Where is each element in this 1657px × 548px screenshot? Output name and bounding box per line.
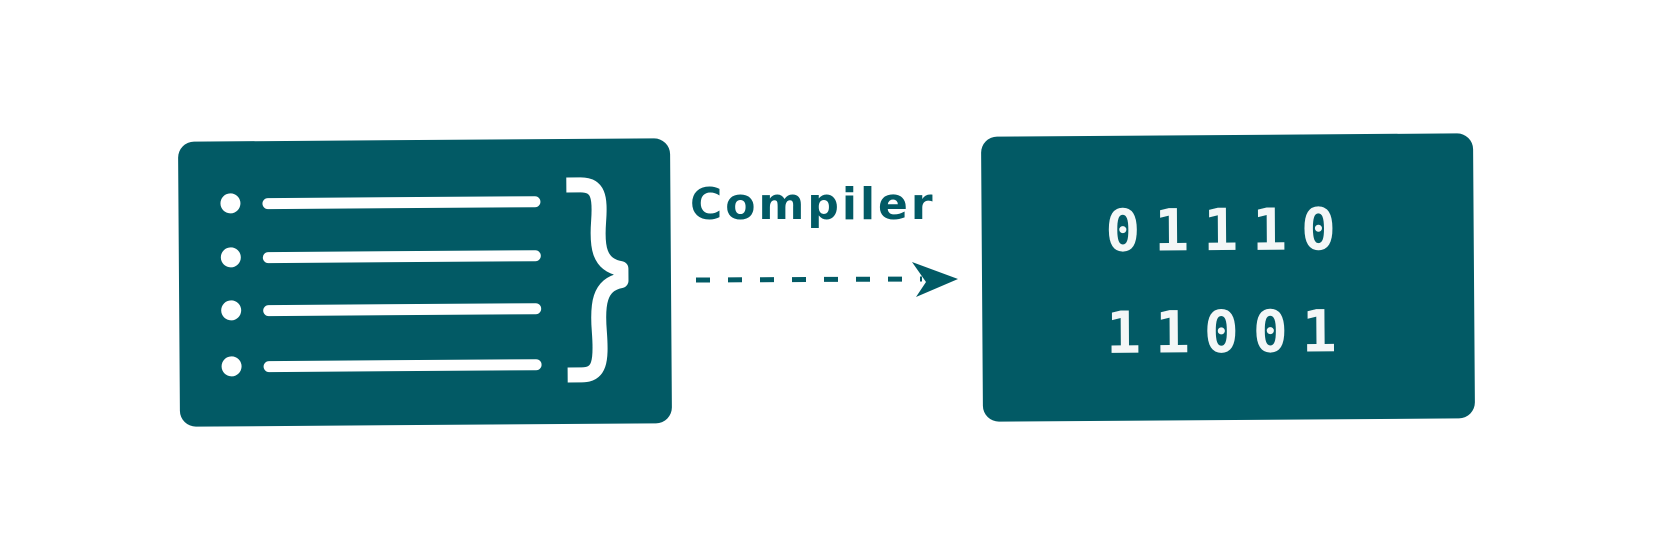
compiler-label: Compiler	[690, 179, 936, 230]
source-code-card	[178, 138, 672, 427]
bullet-icon	[221, 356, 242, 377]
binary-output-card: 01110 11001	[981, 133, 1475, 422]
bullet-icon	[220, 193, 241, 214]
bullet-icon	[221, 300, 242, 321]
code-line-bar	[262, 196, 541, 210]
code-line-bar	[263, 359, 542, 373]
binary-row: 11001	[1105, 297, 1351, 367]
code-line-bar	[262, 250, 541, 264]
bullet-icon	[220, 247, 241, 268]
code-line-bar	[263, 303, 542, 317]
dashed-arrow-icon	[695, 262, 958, 297]
curly-brace-icon	[566, 177, 629, 383]
binary-row: 01110	[1105, 195, 1351, 265]
